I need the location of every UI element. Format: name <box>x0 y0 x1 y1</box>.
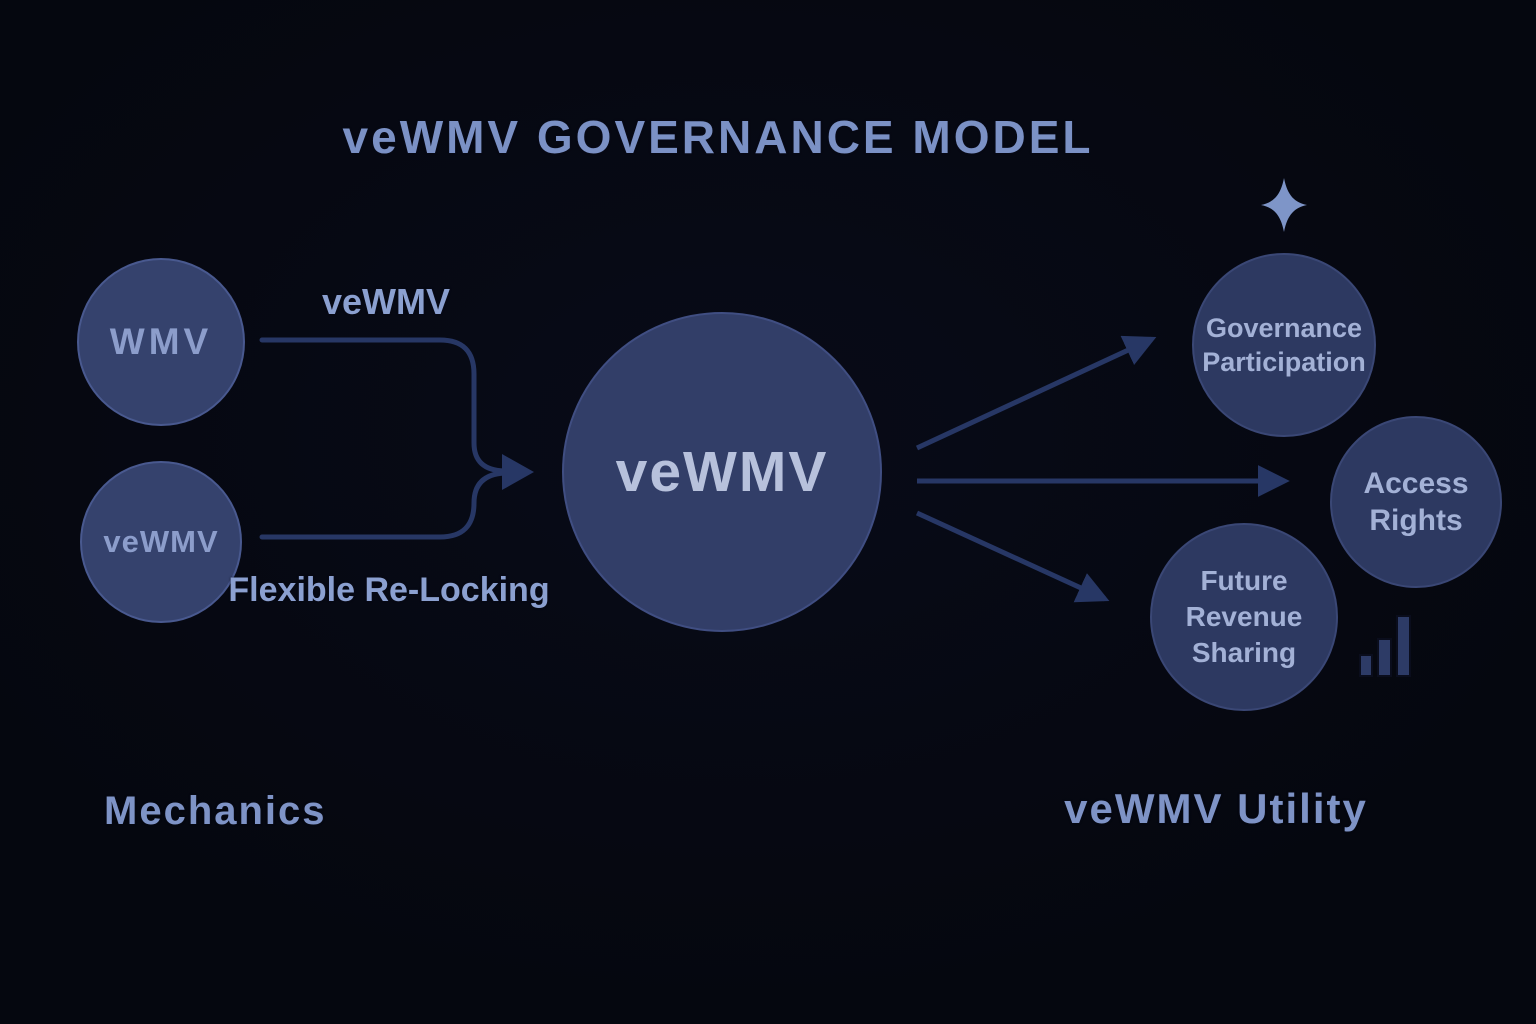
merge-arrowhead-icon <box>502 454 534 490</box>
governance-node-line1: Governance <box>1205 313 1363 343</box>
wmv-lock-connector <box>259 337 507 474</box>
wmv-node-label: WMV <box>109 321 213 362</box>
access-rights-node: Access Rights <box>1330 416 1502 588</box>
relock-label-line1: Flexible <box>228 571 356 609</box>
center-vewmv-node: veWMV <box>562 312 882 632</box>
future-revenue-sharing-node: Future Revenue Sharing <box>1150 523 1338 711</box>
access-node-line2: Rights <box>1369 504 1463 537</box>
vewmv-input-node-label: veWMV <box>103 524 219 559</box>
diagram-title: veWMV GOVERNANCE MODEL <box>342 111 1094 163</box>
governance-arrow <box>915 335 1157 451</box>
center-vewmv-node-label: veWMV <box>615 440 829 504</box>
bar-chart-icon <box>1359 615 1411 677</box>
revenue-arrow <box>915 510 1110 603</box>
vewmv-input-node: veWMV <box>80 461 242 623</box>
access-node-line1: Access <box>1363 467 1469 500</box>
mechanics-section-label: Mechanics <box>104 789 327 833</box>
lock-arrow-label: veWMV <box>321 281 451 322</box>
vewmv-relock-connector <box>259 470 507 540</box>
relock-label-line2: Re-Locking <box>364 571 550 609</box>
relock-label: Flexible Re-Locking <box>228 569 549 612</box>
wmv-node: WMV <box>77 258 245 426</box>
governance-participation-node: Governance Participation <box>1192 253 1376 437</box>
revenue-node-line3: Sharing <box>1191 637 1297 668</box>
sparkle-icon <box>1261 178 1307 232</box>
revenue-node-line1: Future <box>1200 565 1288 596</box>
governance-node-line2: Participation <box>1202 347 1366 377</box>
revenue-node-line2: Revenue <box>1185 601 1303 632</box>
utility-section-label: veWMV Utility <box>1064 785 1368 832</box>
